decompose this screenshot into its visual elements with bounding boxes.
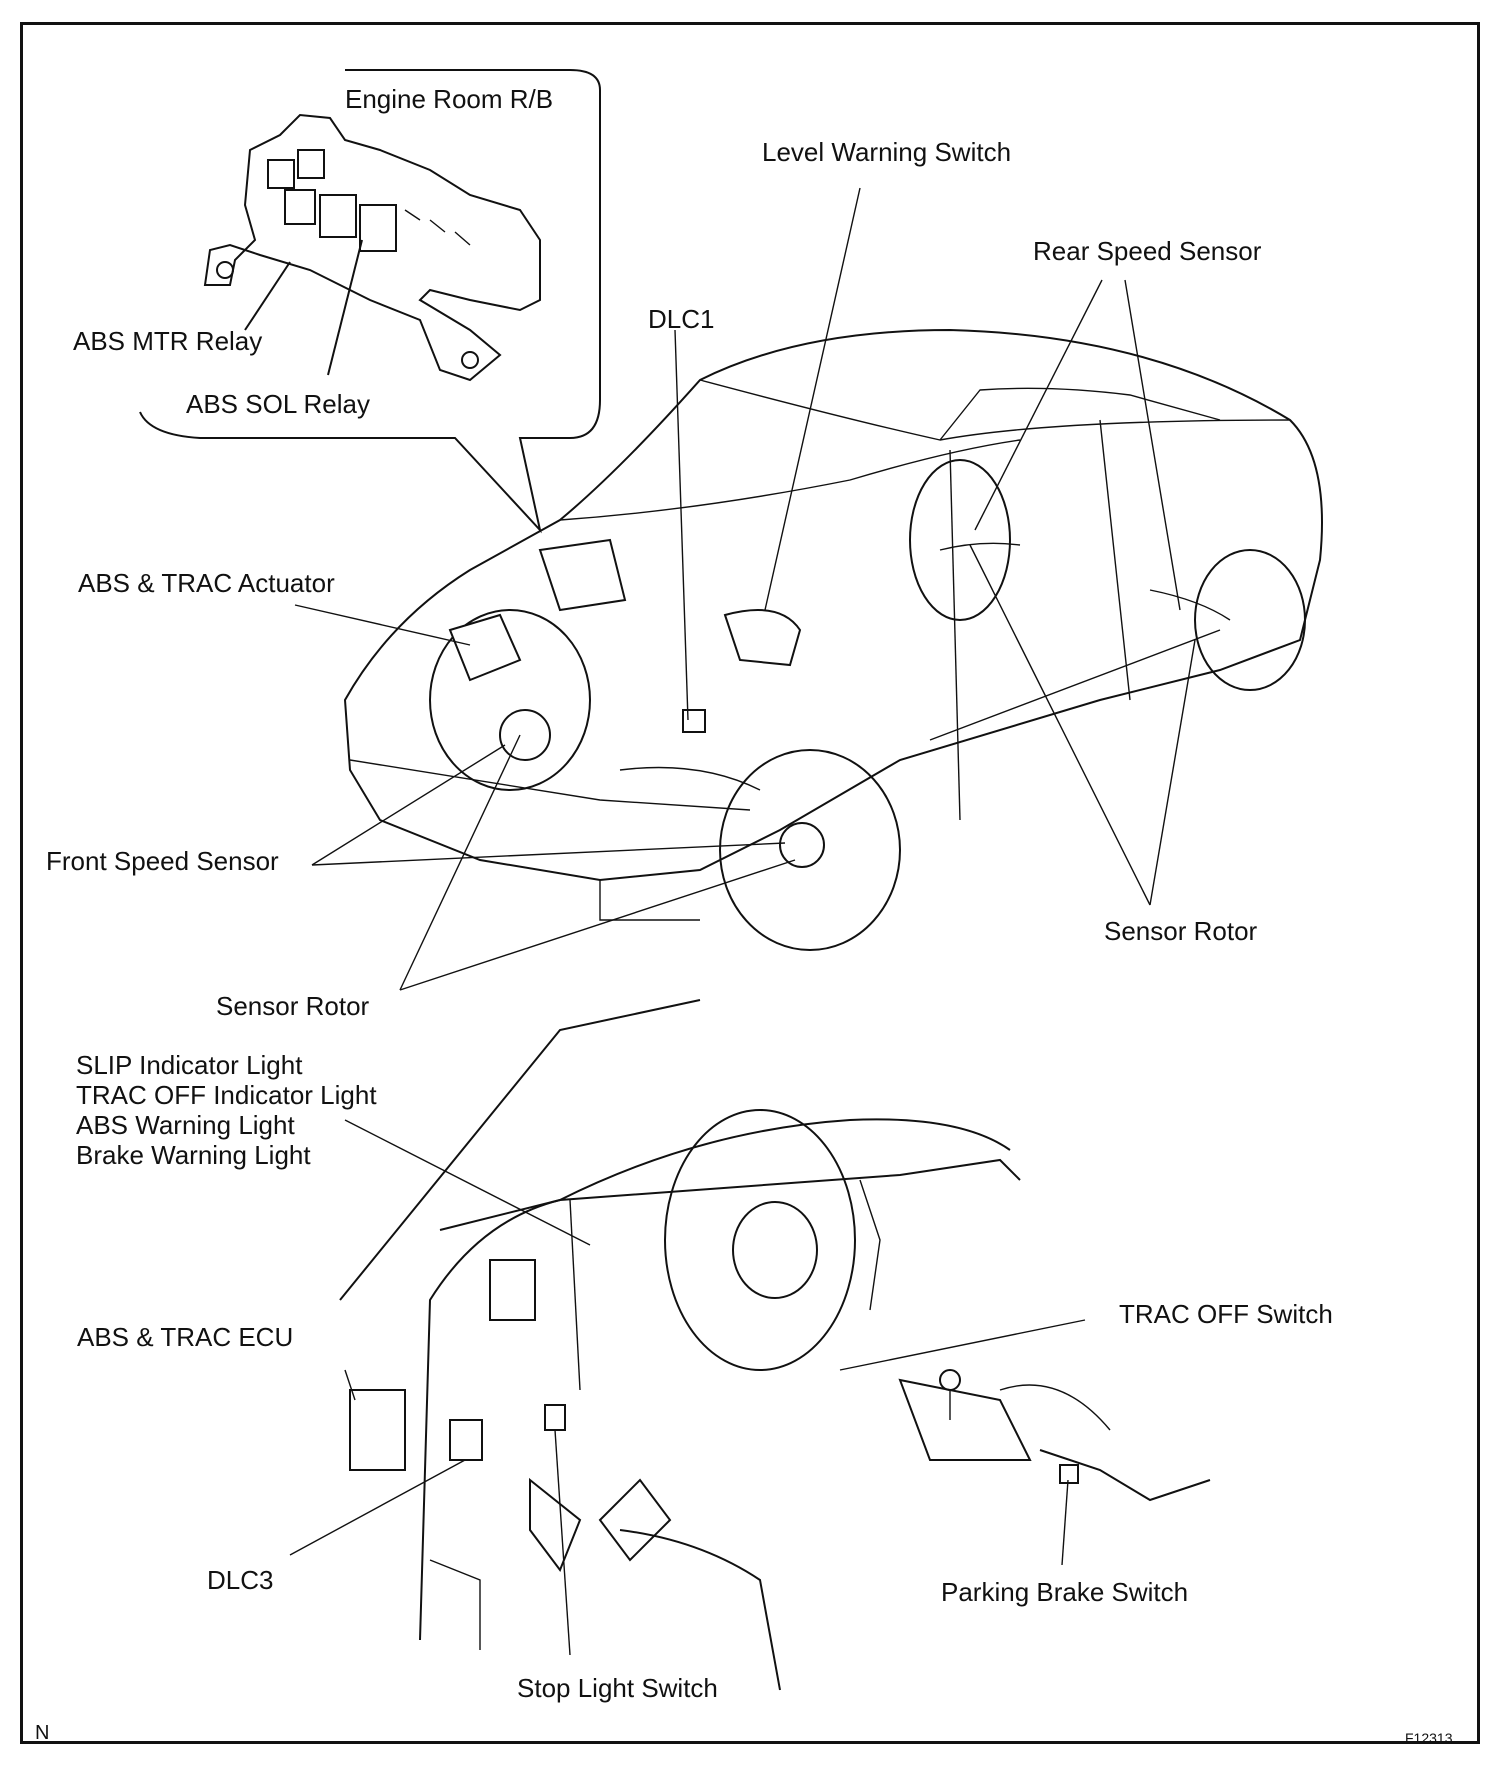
abs-warning-light-label: ABS Warning Light [76,1110,295,1140]
sensor-rotor-rear-label: Sensor Rotor [1104,916,1258,946]
slip-indicator-light-label: SLIP Indicator Light [76,1050,303,1080]
leader-lines [289,187,1196,1656]
rear-speed-sensor-label: Rear Speed Sensor [1033,236,1262,266]
relay-box-callout [139,69,601,534]
level-warning-switch-label: Level Warning Switch [762,137,1012,167]
diagram-frame [20,22,1480,1744]
abs-sol-relay-label: ABS SOL Relay [186,389,371,419]
dlc3-label: DLC3 [207,1565,274,1595]
front-speed-sensor-label: Front Speed Sensor [46,846,279,876]
car-body-sketch [343,328,1323,951]
figure-code: F12313 [1405,1730,1453,1746]
stop-light-switch-label: Stop Light Switch [517,1673,718,1703]
corner-marker: N [35,1722,50,1744]
indicator-lights-label: SLIP Indicator Light TRAC OFF Indicator … [76,1050,377,1170]
trac-off-indicator-light-label: TRAC OFF Indicator Light [76,1080,377,1110]
abs-trac-ecu-label: ABS & TRAC ECU [77,1322,294,1352]
engine-room-relay-block [203,113,541,382]
trac-off-switch-label: TRAC OFF Switch [1119,1299,1333,1329]
parking-brake-switch-label: Parking Brake Switch [941,1577,1189,1607]
abs-mtr-relay-label: ABS MTR Relay [73,326,263,356]
brake-warning-light-label: Brake Warning Light [76,1140,311,1170]
sensor-rotor-front-label: Sensor Rotor [216,991,370,1021]
engine-room-rb-label: Engine Room R/B [345,84,554,114]
interior-sketch [339,999,1211,1691]
abs-trac-actuator-label: ABS & TRAC Actuator [78,568,335,598]
dlc1-label: DLC1 [648,304,715,334]
